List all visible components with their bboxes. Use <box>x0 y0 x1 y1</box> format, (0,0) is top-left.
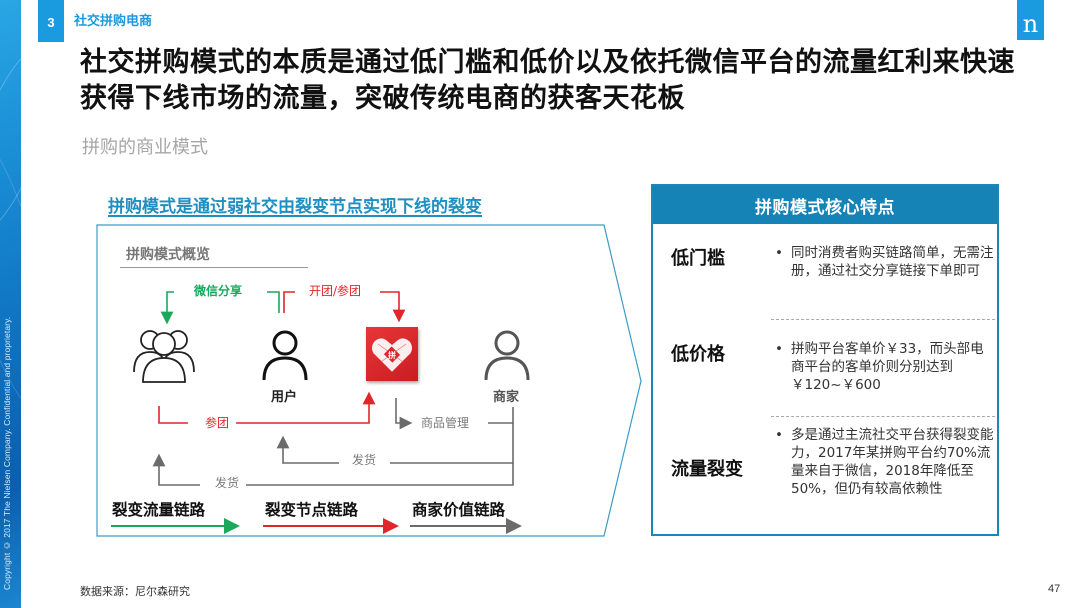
side-decorative-band: Copyright © 2017 The Nielsen Company. Co… <box>0 0 21 608</box>
feature-description: • 多是通过主流社交平台获得裂变能力，2017年某拼购平台约70%流量来自于微信… <box>775 427 994 497</box>
flow-label-product-management: 商品管理 <box>421 416 470 430</box>
legend-fission-node-chain: 裂变节点链路 <box>265 501 359 519</box>
chevron-frame <box>96 224 642 537</box>
diagram-heading: 拼购模式是通过弱社交由裂变节点实现下线的裂变 <box>108 197 482 217</box>
feature-description: • 同时消费者购买链路简单，无需注册，通过社交分享链接下单即可 <box>775 245 994 279</box>
bullet-icon: • <box>775 245 783 261</box>
data-source-note: 数据来源：尼尔森研究 <box>80 585 190 598</box>
flow-label-ship-to-group: 发货 <box>215 476 240 490</box>
nielsen-logo-icon: n <box>1017 0 1044 40</box>
feature-divider <box>771 319 995 320</box>
core-features-panel: 拼购模式核心特点 低门槛 • 同时消费者购买链路简单，无需注册，通过社交分享链接… <box>651 184 999 536</box>
node-label-user: 用户 <box>271 390 298 405</box>
feature-divider <box>771 416 995 417</box>
feature-name: 低门槛 <box>671 248 725 269</box>
core-features-title: 拼购模式核心特点 <box>653 186 997 224</box>
slide-headline: 社交拼购模式的本质是通过低门槛和低价以及依托微信平台的流量红利来快速获得下线市场… <box>80 47 1015 114</box>
flow-label-wechat-share: 微信分享 <box>194 284 243 298</box>
merchant-icon <box>484 330 530 381</box>
bullet-icon: • <box>775 427 783 443</box>
page-number: 47 <box>1048 583 1061 595</box>
feature-name: 流量裂变 <box>671 459 743 480</box>
group-users-icon <box>133 330 195 383</box>
legend-merchant-value-chain: 商家价值链路 <box>412 501 506 519</box>
svg-text:拼: 拼 <box>388 350 396 360</box>
legend-fission-traffic-chain: 裂变流量链路 <box>112 501 206 519</box>
feature-description: • 拼购平台客单价￥33，而头部电商平台的客单价则分别达到￥120~￥600 <box>775 341 984 393</box>
flow-label-ship-to-user: 发货 <box>352 453 377 467</box>
flow-label-join-group: 参团 <box>205 416 230 430</box>
node-label-merchant: 商家 <box>493 390 520 405</box>
user-icon <box>262 330 308 381</box>
section-number-badge: 3 <box>38 0 64 42</box>
flow-label-open-join-group: 开团/参团 <box>309 284 362 298</box>
pinduoduo-logo-icon: 拼 <box>366 327 418 381</box>
overview-title: 拼购模式概览 <box>126 247 210 263</box>
slide-subtitle: 拼购的商业模式 <box>82 137 208 158</box>
section-title: 社交拼购电商 <box>74 14 153 29</box>
overview-divider <box>120 267 308 268</box>
feature-name: 低价格 <box>671 344 725 365</box>
bullet-icon: • <box>775 341 783 357</box>
